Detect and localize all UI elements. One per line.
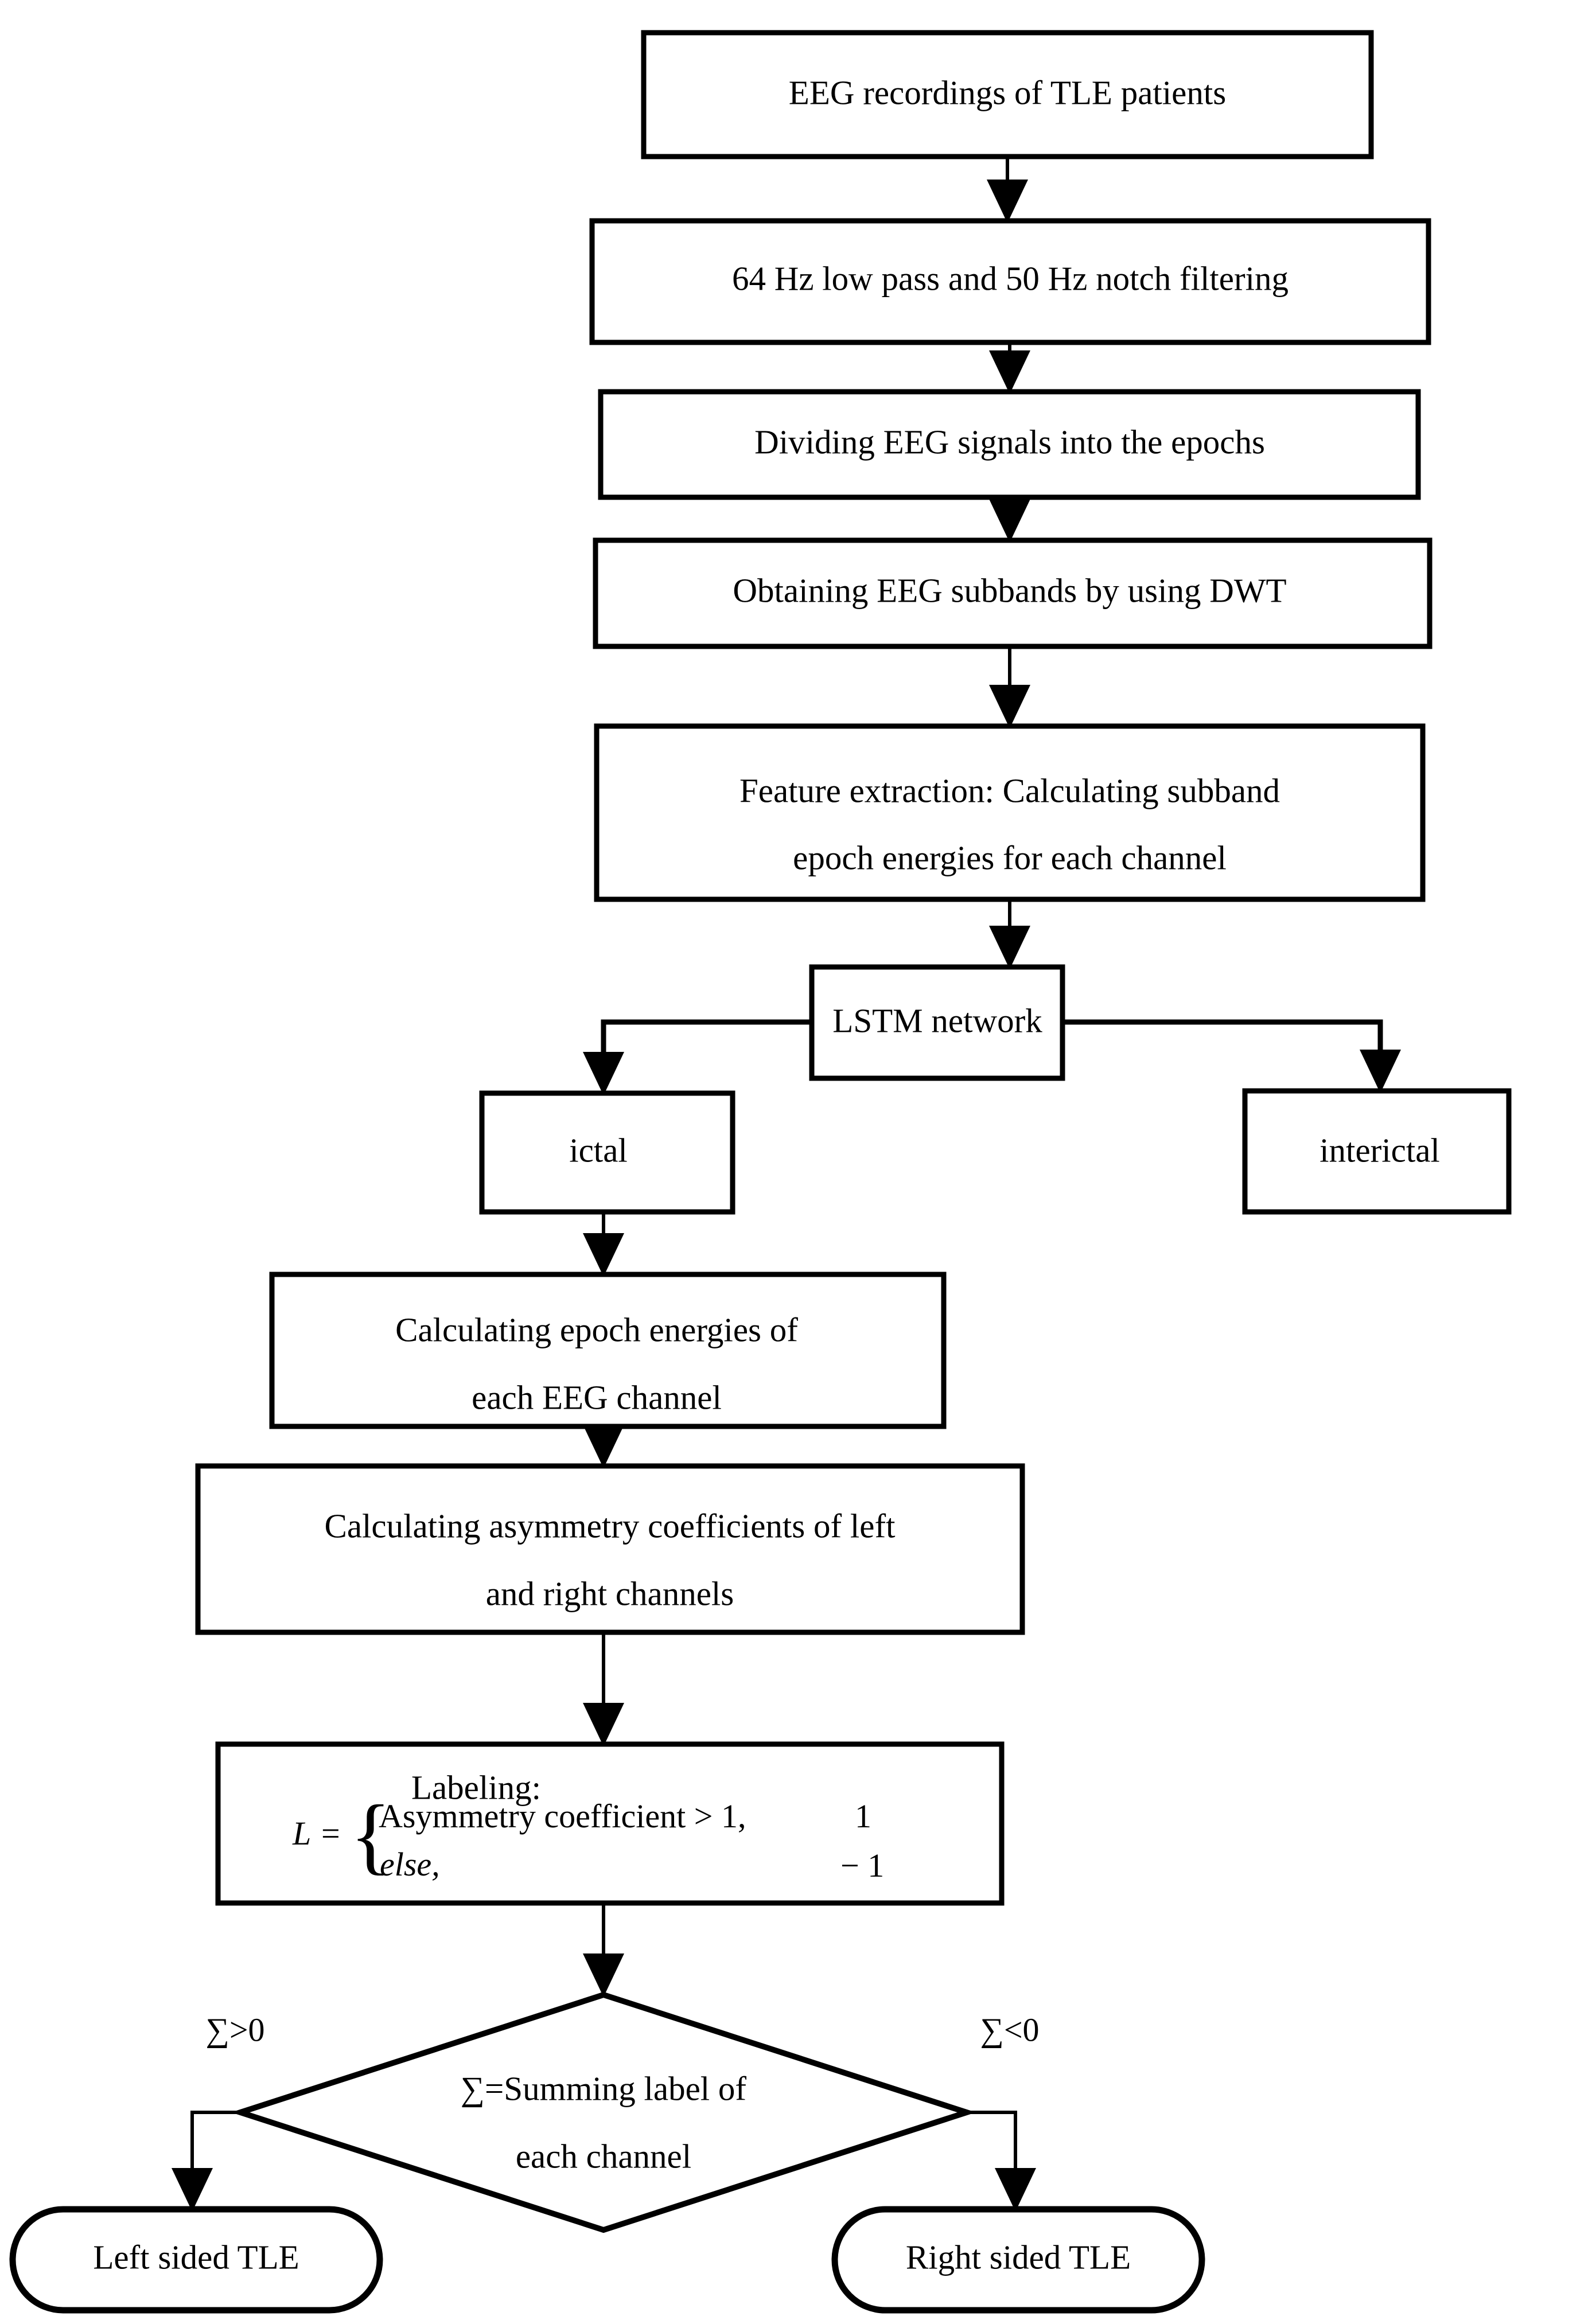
node-label: EEG recordings of TLE patients bbox=[789, 74, 1226, 112]
node-interictal[interactable]: interictal bbox=[1242, 1088, 1512, 1215]
connector-n7-n9 bbox=[583, 1212, 624, 1277]
node-label-line2: each EEG channel bbox=[472, 1379, 722, 1417]
node-decision-summing[interactable]: ∑=Summing label of each channel bbox=[231, 1991, 976, 2233]
connector-n3-n4 bbox=[989, 497, 1030, 543]
connector-n6-n8 bbox=[1062, 1019, 1401, 1093]
node-epoch-energies[interactable]: Calculating epoch energies of each EEG c… bbox=[269, 1272, 947, 1429]
node-label-line1: Calculating epoch energies of bbox=[395, 1311, 798, 1349]
connector-n6-n7 bbox=[583, 1019, 812, 1095]
node-right-sided-tle[interactable]: Right sided TLE bbox=[831, 2206, 1205, 2314]
formula-case2-condition: else, bbox=[380, 1846, 440, 1883]
formula-case1-condition: Asymmetry coefficient > 1, bbox=[379, 1797, 746, 1835]
connector-n12-n14 bbox=[967, 2111, 1036, 2212]
node-label: Obtaining EEG subbands by using DWT bbox=[733, 572, 1286, 610]
node-label: Left sided TLE bbox=[93, 2239, 299, 2276]
node-label-line1: Calculating asymmetry coefficients of le… bbox=[324, 1507, 896, 1545]
connector-n1-n2 bbox=[987, 157, 1028, 223]
node-feature-extraction[interactable]: Feature extraction: Calculating subband … bbox=[594, 723, 1426, 902]
node-label: Right sided TLE bbox=[906, 2239, 1131, 2276]
node-filtering[interactable]: 64 Hz low pass and 50 Hz notch filtering bbox=[589, 218, 1431, 345]
formula-case1-value: 1 bbox=[855, 1797, 871, 1835]
node-label-line2: epoch energies for each channel bbox=[793, 839, 1227, 877]
node-label: Labeling: bbox=[411, 1769, 541, 1807]
connector-n10-n11 bbox=[583, 1632, 624, 1746]
connector-n4-n5 bbox=[989, 646, 1030, 728]
connector-n12-n13 bbox=[172, 2111, 240, 2212]
node-label-line2: each channel bbox=[516, 2138, 691, 2175]
edge-label-right-branch: ∑<0 bbox=[980, 2011, 1039, 2048]
edge-label-left-branch: ∑>0 bbox=[205, 2011, 264, 2048]
formula-case2-value: − 1 bbox=[840, 1847, 884, 1884]
connector-n2-n3 bbox=[989, 342, 1030, 394]
node-label-line1: ∑=Summing label of bbox=[461, 2070, 746, 2108]
node-label-line1: Feature extraction: Calculating subband bbox=[739, 772, 1280, 810]
node-eeg-recordings[interactable]: EEG recordings of TLE patients bbox=[641, 30, 1374, 159]
node-label: ictal bbox=[569, 1132, 628, 1169]
node-label: interictal bbox=[1319, 1132, 1440, 1169]
node-asymmetry-coefficients[interactable]: Calculating asymmetry coefficients of le… bbox=[195, 1463, 1025, 1635]
node-dwt-subbands[interactable]: Obtaining EEG subbands by using DWT bbox=[593, 537, 1433, 649]
connector-n11-n12 bbox=[583, 1903, 624, 1997]
node-labeling[interactable]: Labeling: L = { Asymmetry coefficient > … bbox=[215, 1741, 1005, 1906]
node-lstm-network[interactable]: LSTM network bbox=[809, 964, 1065, 1081]
formula-variable: L bbox=[292, 1815, 311, 1852]
node-label: Dividing EEG signals into the epochs bbox=[754, 423, 1265, 461]
node-ictal[interactable]: ictal bbox=[479, 1090, 735, 1215]
formula-equals: = bbox=[321, 1815, 340, 1852]
node-label: 64 Hz low pass and 50 Hz notch filtering bbox=[732, 260, 1289, 298]
connector-n5-n6 bbox=[989, 899, 1030, 969]
node-dividing-epochs[interactable]: Dividing EEG signals into the epochs bbox=[598, 389, 1421, 500]
node-label-line2: and right channels bbox=[486, 1575, 734, 1613]
node-left-sided-tle[interactable]: Left sided TLE bbox=[9, 2206, 383, 2314]
formula-brace: { bbox=[350, 1788, 391, 1883]
node-label: LSTM network bbox=[832, 1002, 1042, 1040]
